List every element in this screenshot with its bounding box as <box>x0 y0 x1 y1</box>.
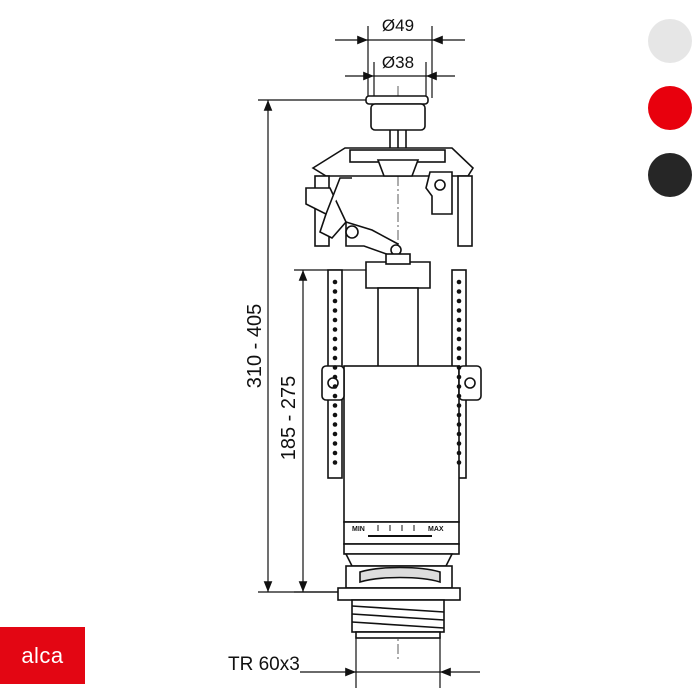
ladder-hole <box>456 374 462 380</box>
ladder-hole <box>332 298 338 304</box>
ladder-hole <box>332 308 338 313</box>
ladder-hole <box>332 346 338 351</box>
ladder-hole <box>332 422 338 427</box>
logo-text: alca <box>21 642 64 668</box>
push-button <box>365 95 429 105</box>
dimension-label-thread: TR 60x3 <box>228 654 300 675</box>
ladder-hole <box>456 308 462 313</box>
ladder-hole <box>332 317 338 323</box>
ladder-hole <box>456 403 462 408</box>
scale-min-label: MIN <box>352 526 365 533</box>
brand-logo: alca <box>0 627 85 684</box>
dimension-diameter-38 <box>345 62 455 98</box>
ladder-hole <box>456 450 462 456</box>
ladder-holes <box>332 279 462 465</box>
color-swatch-white[interactable] <box>648 19 692 63</box>
color-swatch-black[interactable] <box>648 153 692 197</box>
ladder-hole <box>456 327 462 332</box>
ladder-hole <box>332 336 338 342</box>
ladder-hole <box>332 431 338 437</box>
ladder-hole <box>456 460 462 465</box>
ladder-hole <box>456 412 462 418</box>
ladder-hole <box>456 298 462 304</box>
ladder-hole <box>332 355 338 361</box>
ladder-hole <box>332 279 338 285</box>
dimension-thread <box>300 636 480 688</box>
ladder-hole <box>332 384 338 389</box>
ladder-hole <box>332 441 338 446</box>
dimension-label-total: 310 - 405 <box>244 304 266 389</box>
dimension-diameter-49 <box>335 26 465 98</box>
dimension-label-38: Ø38 <box>382 53 414 72</box>
ladder-hole <box>456 336 462 342</box>
ladder-hole <box>456 346 462 351</box>
ladder-hole <box>332 327 338 332</box>
ladder-hole <box>456 384 462 389</box>
ladder-hole <box>332 289 338 294</box>
scale-max-label: MAX <box>428 526 444 533</box>
ladder-hole <box>456 279 462 285</box>
ladder-hole <box>332 460 338 465</box>
scale-ticks <box>368 525 432 537</box>
ladder-hole <box>456 365 462 370</box>
color-swatch-red[interactable] <box>648 86 692 130</box>
ladder-hole <box>332 393 338 399</box>
ladder-hole <box>332 374 338 380</box>
ladder-hole <box>456 289 462 294</box>
ladder-hole <box>456 441 462 446</box>
ladder-hole <box>332 450 338 456</box>
ladder-hole <box>332 365 338 370</box>
ladder-hole <box>456 317 462 323</box>
ladder-hole <box>456 422 462 427</box>
ladder-hole <box>332 403 338 408</box>
dimension-label-49: Ø49 <box>382 16 414 35</box>
ladder-hole <box>332 412 338 418</box>
ladder-hole <box>456 355 462 361</box>
dimension-label-lower: 185 - 275 <box>278 376 300 461</box>
valve-body <box>305 95 482 639</box>
ladder-hole <box>456 431 462 437</box>
ladder-hole <box>456 393 462 399</box>
